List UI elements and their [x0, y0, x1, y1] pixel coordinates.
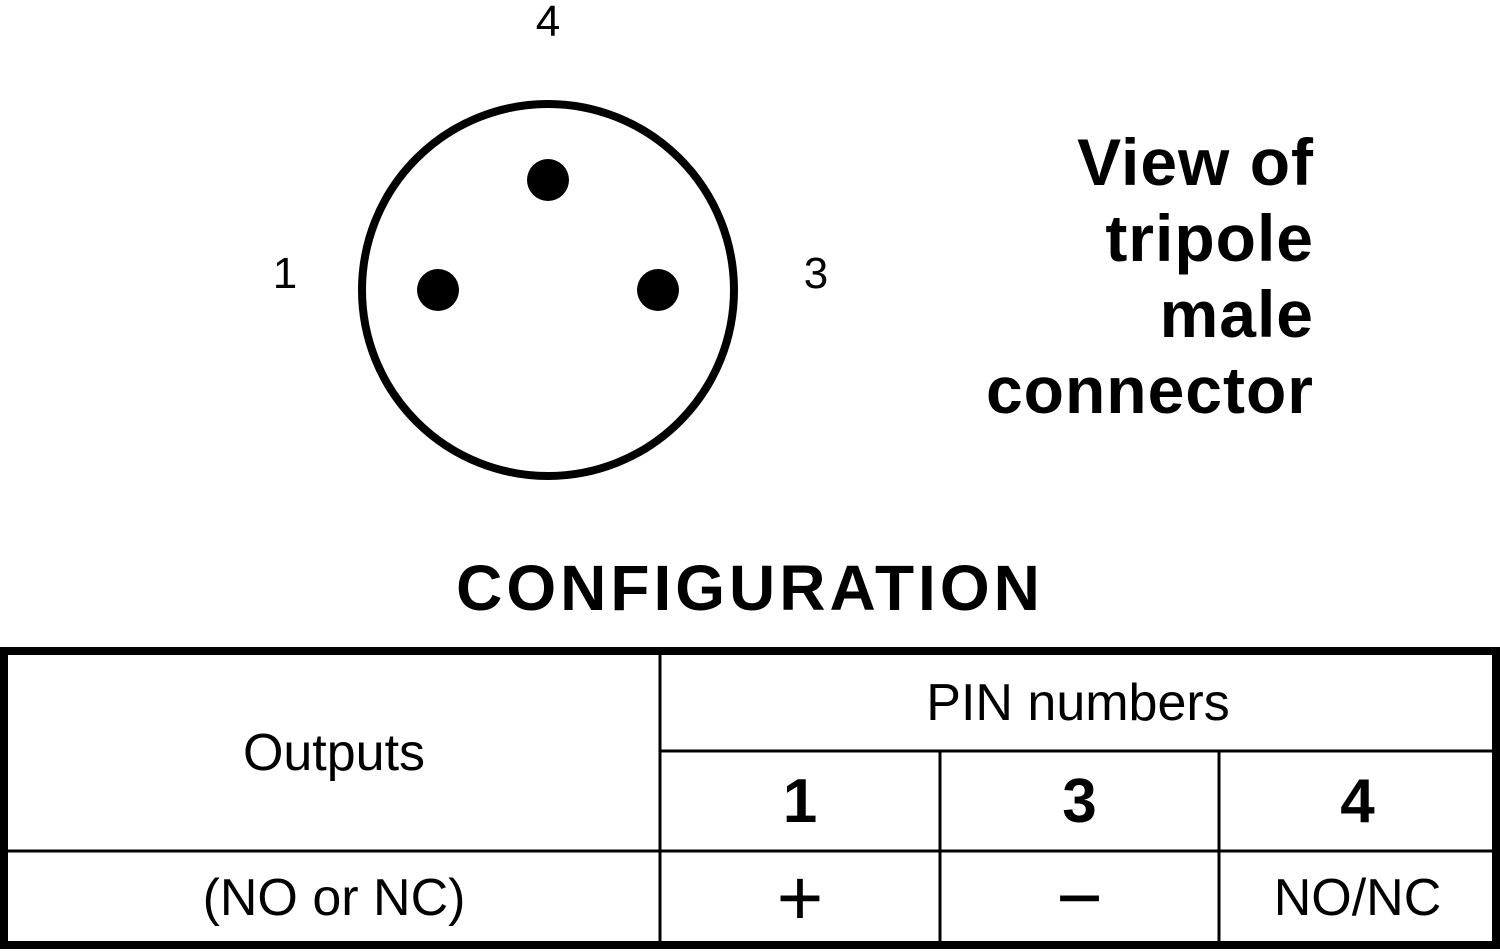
pin-3-dot	[637, 269, 679, 311]
table-border	[0, 647, 1500, 949]
pin-4-value: NO/NC	[1273, 869, 1442, 927]
pin-4-dot	[527, 159, 569, 201]
pin-label-3: 3	[803, 249, 829, 298]
pins-header: PIN numbers	[926, 674, 1230, 732]
view-title-line: tripole	[1105, 201, 1314, 275]
pin-1-dot	[417, 269, 459, 311]
pin-column-3: 3	[1062, 766, 1097, 836]
view-title-line: male	[1159, 277, 1314, 351]
pin-column-1: 1	[782, 766, 818, 836]
connector-outline	[358, 100, 738, 480]
view-title-line: connector	[985, 353, 1314, 427]
view-title-line: View of	[1077, 125, 1314, 199]
pin-1-value: +	[776, 853, 824, 942]
pin-3-value: −	[1056, 853, 1103, 942]
pin-label-4: 4	[535, 0, 561, 46]
row-label: (NO or NC)	[202, 869, 466, 927]
pin-label-1: 1	[272, 249, 298, 298]
outputs-header: Outputs	[242, 724, 426, 782]
pin-column-4: 4	[1340, 766, 1375, 836]
configuration-title: CONFIGURATION	[456, 552, 1044, 624]
view-title: View of tripole male connector	[986, 124, 1314, 428]
